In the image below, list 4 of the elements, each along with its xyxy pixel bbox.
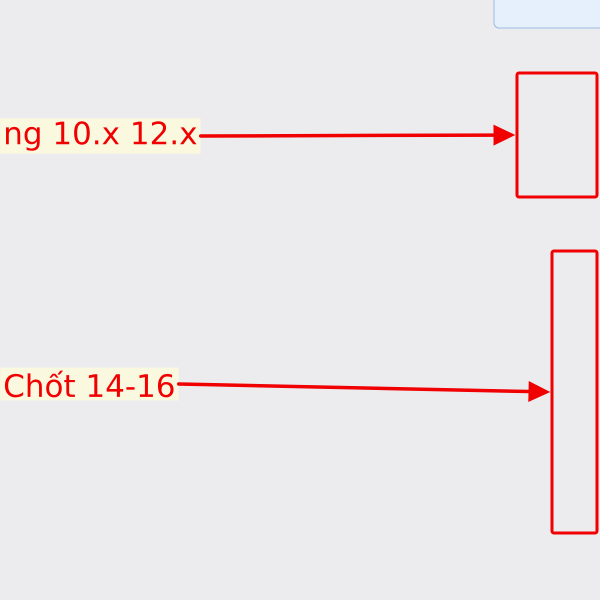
highlight-box xyxy=(550,250,598,534)
highlighted-text: ng 10.x 12.x xyxy=(0,118,201,154)
highlight-box xyxy=(516,72,598,198)
highlighted-text: Chốt 14-16 xyxy=(0,368,179,400)
